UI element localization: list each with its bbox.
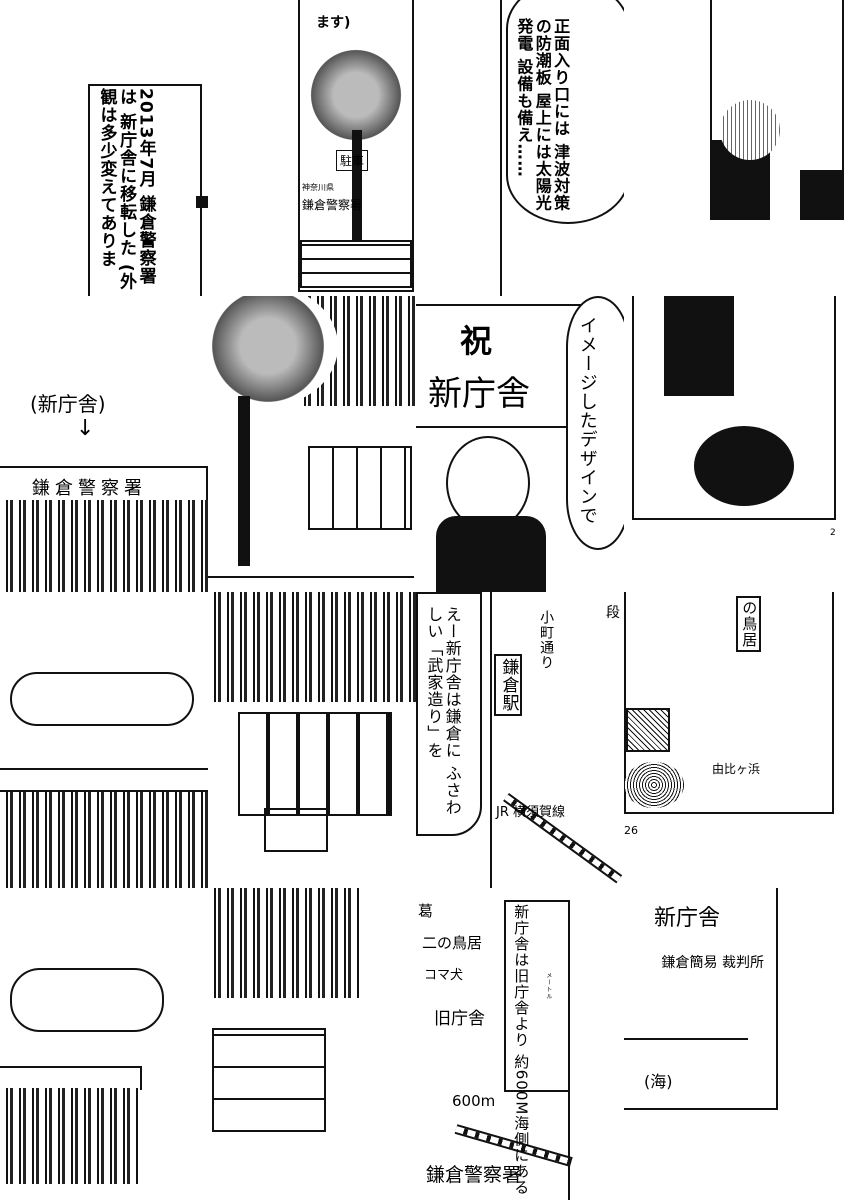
panel-features: 正面入り口には 津波対策の防潮板 屋上には太陽光発電 設備も備え……	[416, 0, 624, 296]
panel-map-distance: 葛 二の鳥居 コマ犬 旧庁舎 600m 鎌倉警察署 新庁舎は旧庁舎より 約600…	[416, 888, 624, 1200]
map-police: 鎌倉警察署	[426, 1164, 522, 1186]
map-torii: の鳥居	[736, 596, 762, 652]
map-komainu: コマ犬	[424, 968, 464, 983]
panel-garage	[208, 888, 360, 1184]
features-balloon: 正面入り口には 津波対策の防潮板 屋上には太陽光発電 設備も備え……	[514, 18, 571, 212]
edge-number: 2	[830, 528, 836, 538]
caption-end: ます)	[316, 15, 351, 31]
new-building-label: (新庁舎)	[30, 392, 106, 416]
parking-sign: 駐車	[336, 150, 369, 171]
panel-intro: 2013年7月 鎌倉警察署は 新庁舎に移転した (外観は多少変えてありま	[0, 0, 208, 296]
distance-caption: 新庁舎は旧庁舎より 約600M海側にある	[512, 904, 531, 1196]
map-distance: 600m	[452, 1092, 496, 1110]
panel-tree-sign: ます) 駐車 神奈川県 鎌倉警察署	[296, 0, 416, 296]
bukezukuri-balloon: えー新庁舎は鎌倉に ふさわしい「武家造り」を	[424, 606, 462, 817]
panel-facade	[208, 592, 416, 888]
panel-roof	[0, 592, 208, 888]
map-court: 鎌倉簡易 裁判所	[661, 955, 764, 971]
map-old-building: 旧庁舎	[434, 1009, 485, 1029]
panel-celebration: 祝 新庁舎 イメージしたデザインで	[416, 296, 624, 592]
mascot-face	[446, 436, 530, 530]
intro-caption: 2013年7月 鎌倉警察署は 新庁舎に移転した (外観は多少変えてありま	[96, 88, 156, 291]
map-komachi: 小町通り	[538, 610, 555, 670]
panel-roof-2	[0, 888, 208, 1184]
map-kuzu: 葛	[418, 902, 434, 920]
panel-people-mid: 2	[624, 296, 844, 592]
map-station: 鎌倉駅	[494, 654, 522, 716]
station-plate-pref: 神奈川県	[302, 183, 334, 192]
panel-map-yuigahama: の鳥居 由比ヶ浜 26	[624, 592, 844, 888]
design-balloon: イメージしたデザインで	[576, 316, 598, 525]
page-number: 26	[624, 824, 638, 837]
map-dan: 段	[606, 605, 620, 621]
panel-map-station: えー新庁舎は鎌倉に ふさわしい「武家造り」を 小町通り 鎌倉駅 段 JR 横須賀…	[416, 592, 624, 888]
distance-ruby: メートル	[544, 972, 552, 1000]
arrow-icon: ↓	[76, 416, 95, 441]
panel-people-top	[710, 0, 844, 220]
panel-new-building: (新庁舎) ↓ 鎌倉警察署	[0, 296, 208, 592]
panel-map-sea: 新庁舎 鎌倉簡易 裁判所 (海)	[624, 888, 844, 1118]
celebration-big: 祝	[460, 322, 493, 360]
building-sign: 鎌倉警察署	[32, 478, 147, 499]
celebration-text: 新庁舎	[428, 374, 530, 414]
map-sea: (海)	[644, 1072, 673, 1091]
map-jr-line: JR 横須賀線	[496, 805, 565, 820]
map-new-building: 新庁舎	[654, 906, 721, 931]
panel-entrance	[208, 296, 416, 592]
map-ni-no-torii: 二の鳥居	[422, 934, 483, 952]
map-yuigahama: 由比ヶ浜	[712, 762, 761, 776]
station-plate-name: 鎌倉警察署	[302, 198, 363, 212]
